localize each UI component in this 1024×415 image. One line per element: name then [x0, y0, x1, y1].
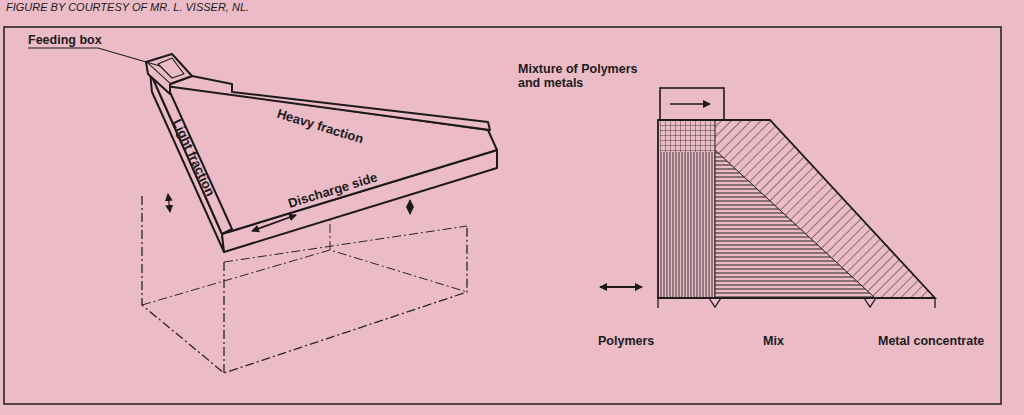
- fraction-label: Metal concentrate: [878, 334, 984, 348]
- fraction-label: Polymers: [598, 334, 654, 348]
- separation-schematic: [658, 88, 935, 308]
- motion-arrow: [168, 194, 642, 287]
- table-deck: [146, 54, 497, 252]
- part-label: Feeding box: [28, 33, 102, 47]
- feed-label: Mixture of Polymers and metals: [518, 62, 646, 91]
- figure-credit: FIGURE BY COURTESY OF MR. L. VISSER, NL.: [6, 1, 249, 14]
- fraction-label: Mix: [763, 334, 784, 348]
- panel-frame: [4, 27, 1001, 404]
- leader-line: [28, 48, 160, 66]
